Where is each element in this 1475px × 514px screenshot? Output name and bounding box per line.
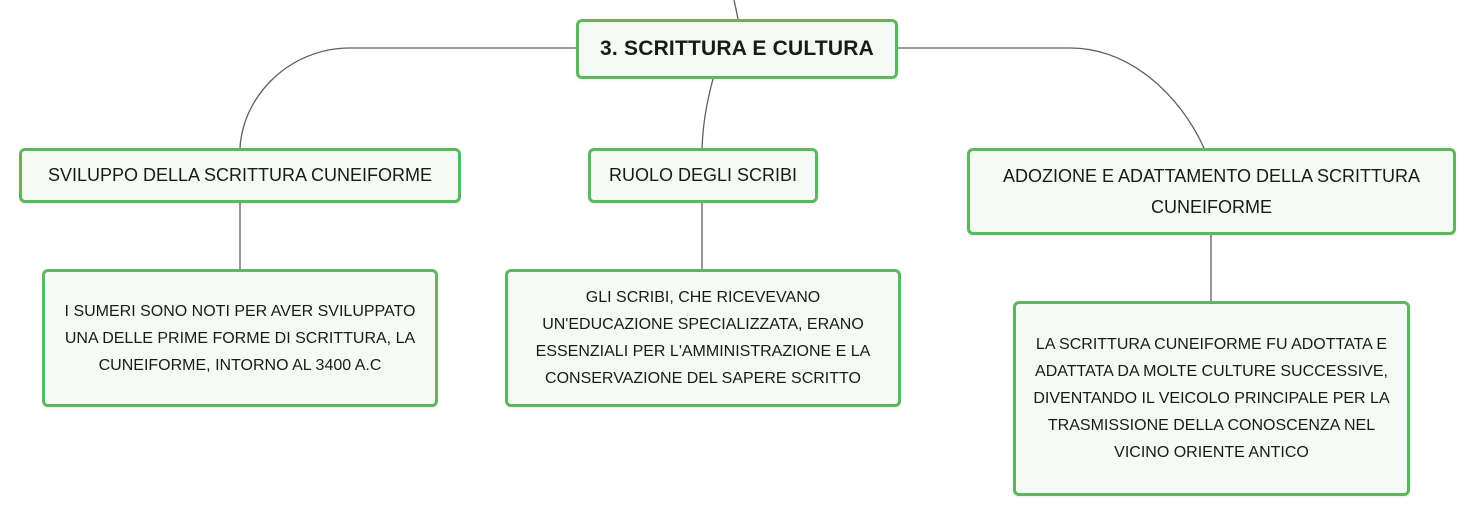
branch-topic-label: ADOZIONE E ADATTAMENTO DELLA SCRITTURA C… [1002, 165, 1421, 217]
detail-topic-adozione[interactable]: LA SCRITTURA CUNEIFORME FU ADOTTATA E AD… [1013, 301, 1410, 496]
detail-topic-text: I SUMERI SONO NOTI PER AVER SVILUPPATO U… [64, 302, 416, 374]
detail-topic-text: LA SCRITTURA CUNEIFORME FU ADOTTATA E AD… [1033, 336, 1390, 461]
detail-topic-sviluppo[interactable]: I SUMERI SONO NOTI PER AVER SVILUPPATO U… [42, 269, 438, 407]
connector-parent-to-root [733, 0, 739, 20]
branch-topic-sviluppo[interactable]: SVILUPPO DELLA SCRITTURA CUNEIFORME [19, 148, 461, 203]
connector-root-to-branch-2 [701, 78, 714, 149]
detail-topic-ruolo-scribi[interactable]: GLI SCRIBI, CHE RICEVEVANO UN'EDUCAZIONE… [505, 269, 901, 407]
root-topic-label: 3. SCRITTURA E CULTURA [600, 37, 874, 60]
branch-topic-label: RUOLO DEGLI SCRIBI [608, 165, 798, 185]
root-topic[interactable]: 3. SCRITTURA E CULTURA [576, 19, 898, 79]
branch-topic-ruolo-scribi[interactable]: RUOLO DEGLI SCRIBI [588, 148, 818, 203]
branch-topic-label: SVILUPPO DELLA SCRITTURA CUNEIFORME [47, 165, 433, 185]
connector-root-to-branch-3 [898, 47, 1205, 149]
branch-topic-adozione[interactable]: ADOZIONE E ADATTAMENTO DELLA SCRITTURA C… [967, 148, 1456, 235]
detail-topic-text: GLI SCRIBI, CHE RICEVEVANO UN'EDUCAZIONE… [535, 289, 871, 387]
connector-root-to-branch-1 [239, 47, 576, 149]
